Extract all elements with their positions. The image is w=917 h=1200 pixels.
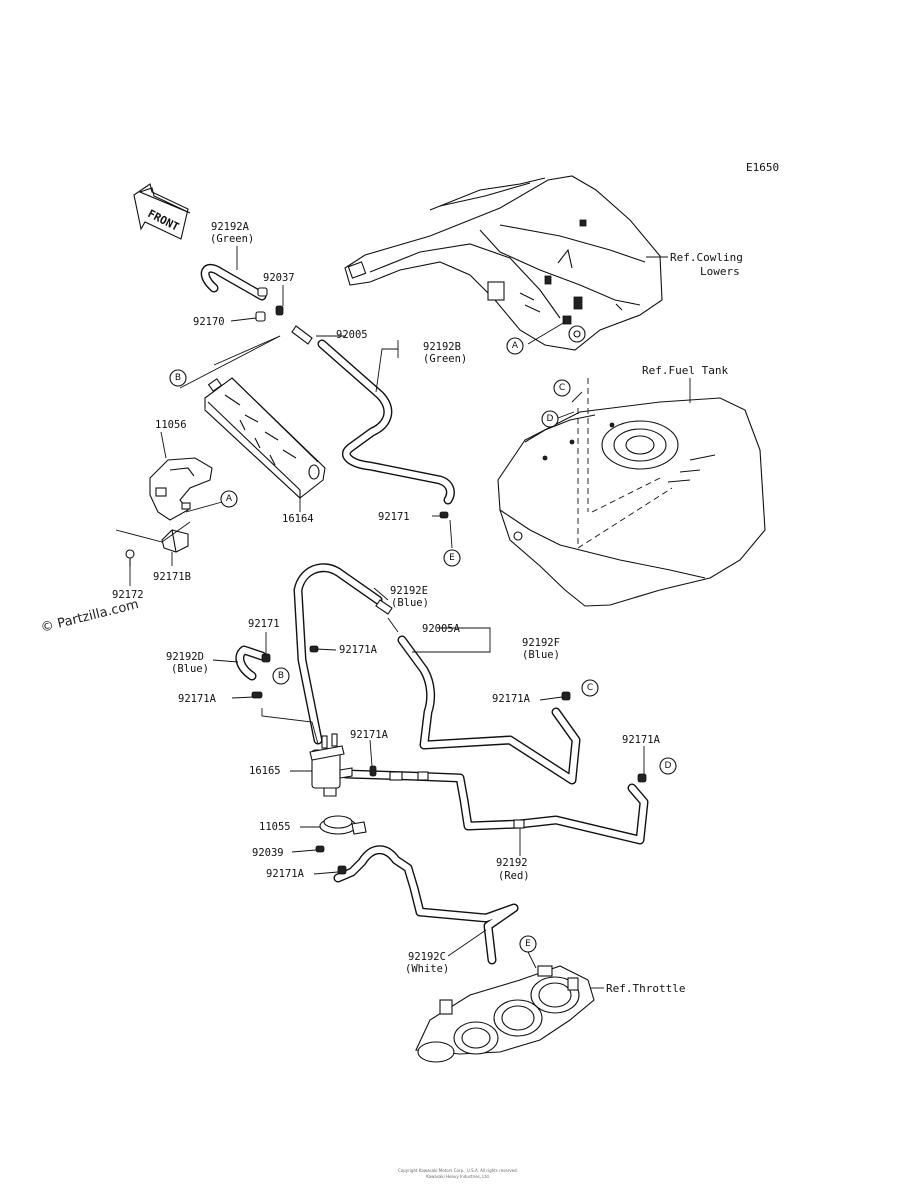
separator-16165 — [309, 733, 353, 797]
label-92192b: 92192B — [423, 341, 461, 353]
label-92192a: 92192A — [211, 221, 250, 233]
connector-c-hose: C — [581, 679, 599, 697]
clip-92171b — [161, 529, 189, 553]
label-92171a-b: 92171A — [178, 693, 217, 705]
label-92192: 92192 — [496, 857, 528, 869]
svg-text:A: A — [226, 494, 233, 504]
connector-a-cowling: A — [506, 337, 524, 355]
connector-c-tank: C — [553, 379, 571, 397]
clamp-11055 — [319, 815, 367, 835]
label-92192e: 92192E — [390, 585, 428, 597]
label-92171a-c: 92171A — [492, 693, 531, 705]
label-92192c-color: (White) — [405, 963, 449, 975]
ref-cowling-label-1: Ref.Cowling — [670, 251, 743, 264]
ref-fuel-tank-label: Ref.Fuel Tank — [642, 364, 728, 377]
svg-text:B: B — [278, 671, 284, 681]
label-11056: 11056 — [155, 419, 187, 431]
watermark-text: © Partzilla.com — [39, 597, 140, 636]
label-92039: 92039 — [252, 847, 284, 859]
label-92005: 92005 — [336, 329, 368, 341]
fuel-tank-drawing — [497, 397, 766, 607]
label-11055: 11055 — [259, 821, 291, 833]
connector-b-canister: B — [169, 369, 187, 387]
label-92192a-color: (Green) — [210, 233, 254, 245]
svg-text:D: D — [665, 761, 672, 771]
svg-text:A: A — [512, 341, 519, 351]
label-92171: 92171 — [378, 511, 410, 523]
label-92192d-color: (Blue) — [171, 663, 209, 675]
svg-text:C: C — [559, 383, 565, 393]
label-92192e-color: (Blue) — [391, 597, 429, 609]
svg-text:C: C — [587, 683, 593, 693]
label-92192c: 92192C — [408, 951, 446, 963]
svg-text:D: D — [547, 414, 554, 424]
label-92005a: 92005A — [422, 623, 461, 635]
leader-lines — [115, 246, 645, 969]
diagram-code: E1650 — [746, 161, 779, 174]
throttle-body-drawing — [415, 965, 595, 1063]
label-16165: 16165 — [249, 765, 281, 777]
ref-throttle-label: Ref.Throttle — [606, 982, 685, 995]
cowling-lowers-drawing — [344, 175, 663, 351]
svg-text:E: E — [449, 553, 455, 563]
label-92171a-d: 92171A — [350, 729, 389, 741]
connector-d-tank: D — [541, 410, 559, 428]
canister-16164 — [204, 377, 326, 500]
svg-text:B: B — [175, 373, 181, 383]
label-92192d: 92192D — [166, 651, 204, 663]
footer-copyright-1: Copyright Kawasaki Motors Corp., U.S.A. … — [398, 1168, 518, 1173]
label-92192f-color: (Blue) — [522, 649, 560, 661]
label-92171b: 92171B — [153, 571, 191, 583]
connector-e-hose: E — [443, 549, 461, 567]
fittings — [251, 287, 647, 875]
connector-e-throttle: E — [519, 935, 537, 953]
label-92170: 92170 — [193, 316, 225, 328]
front-arrow-icon: FRONT — [133, 183, 191, 240]
footer-copyright-2: Kawasaki Heavy Industries, Ltd. — [426, 1174, 490, 1179]
label-92171a-e: 92171A — [622, 734, 661, 746]
label-92172: 92172 — [112, 589, 144, 601]
bracket-11056 — [149, 457, 213, 521]
label-92192-color: (Red) — [498, 870, 530, 882]
label-92192b-color: (Green) — [423, 353, 467, 365]
ref-cowling-label-2: Lowers — [700, 265, 740, 278]
connector-b-hose: B — [272, 667, 290, 685]
label-92192f: 92192F — [522, 637, 560, 649]
label-92171-b: 92171 — [248, 618, 280, 630]
connector-a-bracket: A — [220, 490, 238, 508]
connector-d-hose: D — [659, 757, 677, 775]
label-16164: 16164 — [282, 513, 314, 525]
label-92037: 92037 — [263, 272, 295, 284]
label-92171a-a: 92171A — [339, 644, 378, 656]
svg-text:E: E — [525, 939, 531, 949]
label-92171a-f: 92171A — [266, 868, 305, 880]
bolt-92172 — [125, 549, 135, 566]
